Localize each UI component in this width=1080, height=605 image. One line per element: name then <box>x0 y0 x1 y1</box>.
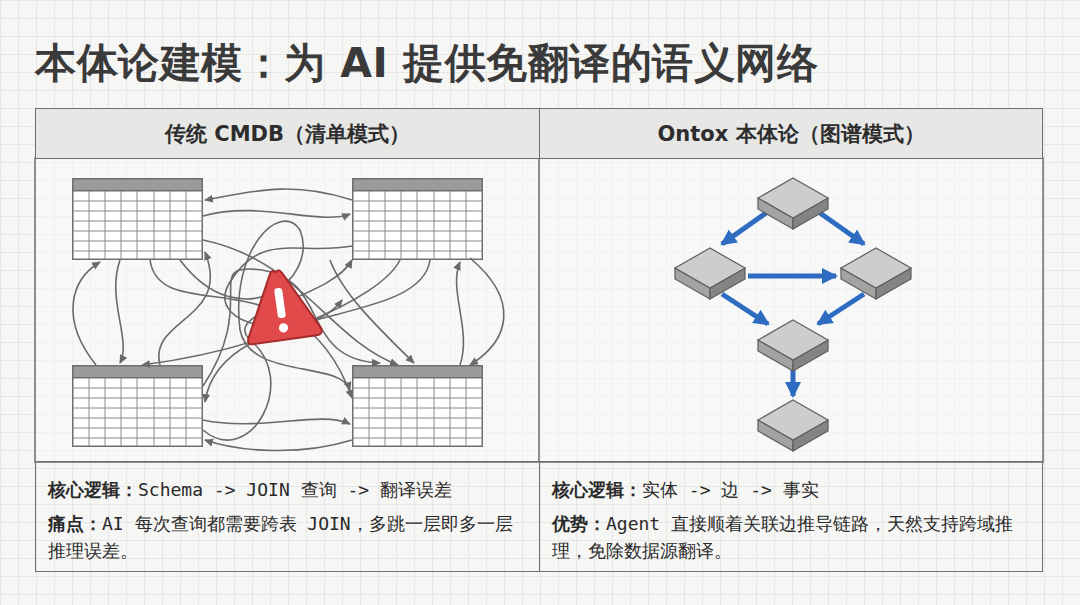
note-text: 实体 -> 边 -> 事实 <box>642 479 819 500</box>
graph-edges <box>722 213 864 396</box>
entity-tile <box>758 320 828 371</box>
entity-tile <box>758 178 828 229</box>
note-label: 核心逻辑： <box>48 479 138 500</box>
note-line: 痛点：AI 每次查询都需要跨表 JOIN，多跳一层即多一层推理误差。 <box>48 510 529 564</box>
db-table <box>73 179 203 260</box>
column-notes: 核心逻辑：Schema -> JOIN 查询 -> 翻译误差痛点：AI 每次查询… <box>35 461 540 572</box>
db-table <box>353 179 483 260</box>
db-table <box>353 366 483 447</box>
entity-tile <box>758 400 828 451</box>
entity-tile <box>675 248 745 299</box>
column-header: 传统 CMDB（清单模式） <box>35 108 540 159</box>
header-text: Ontox 本体论（图谱模式） <box>657 120 924 148</box>
slide-title: 本体论建模：为 AI 提供免翻译的语义网络 <box>35 38 818 88</box>
note-line: 优势：Agent 直接顺着关联边推导链路，天然支持跨域推理，免除数据源翻译。 <box>552 510 1032 564</box>
column-notes: 核心逻辑：实体 -> 边 -> 事实优势：Agent 直接顺着关联边推导链路，天… <box>539 461 1043 572</box>
note-label: 痛点： <box>48 513 102 534</box>
tangled-joins <box>73 189 504 450</box>
note-label: 核心逻辑： <box>552 479 642 500</box>
note-line: 核心逻辑：Schema -> JOIN 查询 -> 翻译误差 <box>48 476 529 503</box>
note-line: 核心逻辑：实体 -> 边 -> 事实 <box>552 476 1032 503</box>
note-text: Schema -> JOIN 查询 -> 翻译误差 <box>138 479 452 500</box>
warning-icon <box>239 265 322 344</box>
note-text: AI 每次查询都需要跨表 JOIN，多跳一层即多一层推理误差。 <box>48 513 513 561</box>
column-header: Ontox 本体论（图谱模式） <box>539 108 1043 159</box>
db-table <box>73 366 203 447</box>
note-label: 优势： <box>552 513 606 534</box>
entity-tile <box>841 248 911 299</box>
graph-entities <box>675 178 911 451</box>
note-text: Agent 直接顺着关联边推导链路，天然支持跨域推理，免除数据源翻译。 <box>552 513 1013 561</box>
header-text: 传统 CMDB（清单模式） <box>165 120 410 148</box>
table-frame <box>35 158 1043 462</box>
db-tables <box>73 179 483 447</box>
